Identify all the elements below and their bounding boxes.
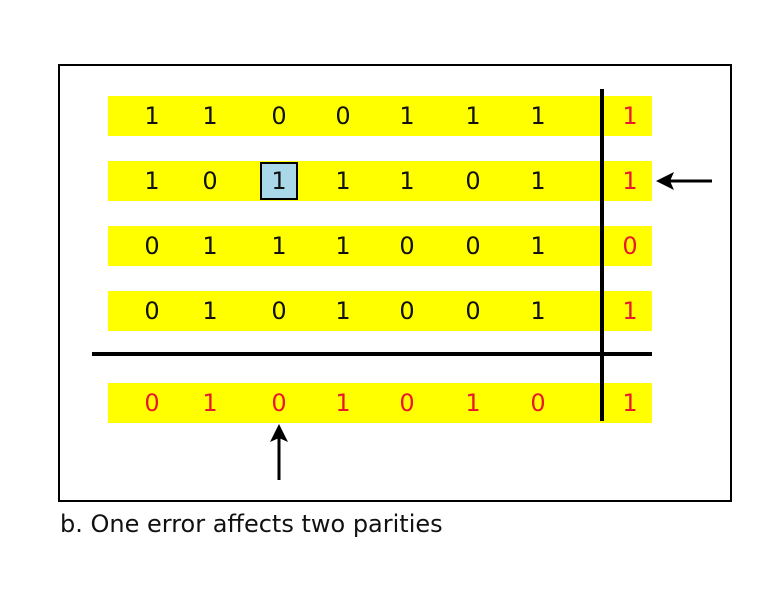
- column-parity-bit: 1: [622, 389, 638, 417]
- row-parity-bit: 1: [622, 167, 638, 195]
- data-bit: 1: [144, 167, 160, 195]
- data-bit: 1: [202, 297, 218, 325]
- data-bit: 1: [399, 167, 415, 195]
- column-parity-divider: [92, 352, 652, 356]
- data-bit: 0: [465, 232, 481, 260]
- row-parity-bit: 0: [622, 232, 638, 260]
- data-bit: 0: [465, 297, 481, 325]
- diagram-frame: [58, 64, 732, 502]
- data-bit: 0: [144, 297, 160, 325]
- row-parity-divider: [600, 89, 604, 421]
- data-row-2: [108, 161, 652, 201]
- column-parity-row: [108, 383, 652, 423]
- data-bit: 1: [530, 297, 546, 325]
- data-bit: 1: [530, 102, 546, 130]
- column-parity-bit: 1: [202, 389, 218, 417]
- data-bit: 0: [144, 232, 160, 260]
- data-bit: 1: [335, 167, 351, 195]
- data-bit: 0: [271, 297, 287, 325]
- arrow-up-icon: [270, 424, 288, 480]
- caption: b. One error affects two parities: [60, 510, 443, 538]
- error-bit: 1: [259, 161, 299, 201]
- data-bit: 0: [202, 167, 218, 195]
- column-parity-bit: 1: [465, 389, 481, 417]
- data-bit: 0: [271, 102, 287, 130]
- data-row-1: [108, 96, 652, 136]
- row-parity-bit: 1: [622, 102, 638, 130]
- data-bit: 1: [144, 102, 160, 130]
- data-row-4: [108, 291, 652, 331]
- data-bit: 1: [271, 232, 287, 260]
- data-bit: 1: [399, 102, 415, 130]
- data-bit: 1: [202, 232, 218, 260]
- data-bit: 1: [465, 102, 481, 130]
- data-bit: 1: [530, 232, 546, 260]
- column-parity-bit: 0: [271, 389, 287, 417]
- column-parity-bit: 0: [144, 389, 160, 417]
- data-row-3: [108, 226, 652, 266]
- data-bit: 1: [202, 102, 218, 130]
- column-parity-bit: 1: [335, 389, 351, 417]
- column-parity-bit: 0: [399, 389, 415, 417]
- data-bit: 0: [335, 102, 351, 130]
- data-bit: 1: [335, 232, 351, 260]
- error-bit-box: 1: [260, 162, 298, 200]
- row-parity-bit: 1: [622, 297, 638, 325]
- column-parity-bit: 0: [530, 389, 546, 417]
- arrow-left-icon: [656, 172, 712, 190]
- data-bit: 1: [530, 167, 546, 195]
- data-bit: 0: [399, 297, 415, 325]
- data-bit: 0: [465, 167, 481, 195]
- data-bit: 0: [399, 232, 415, 260]
- data-bit: 1: [335, 297, 351, 325]
